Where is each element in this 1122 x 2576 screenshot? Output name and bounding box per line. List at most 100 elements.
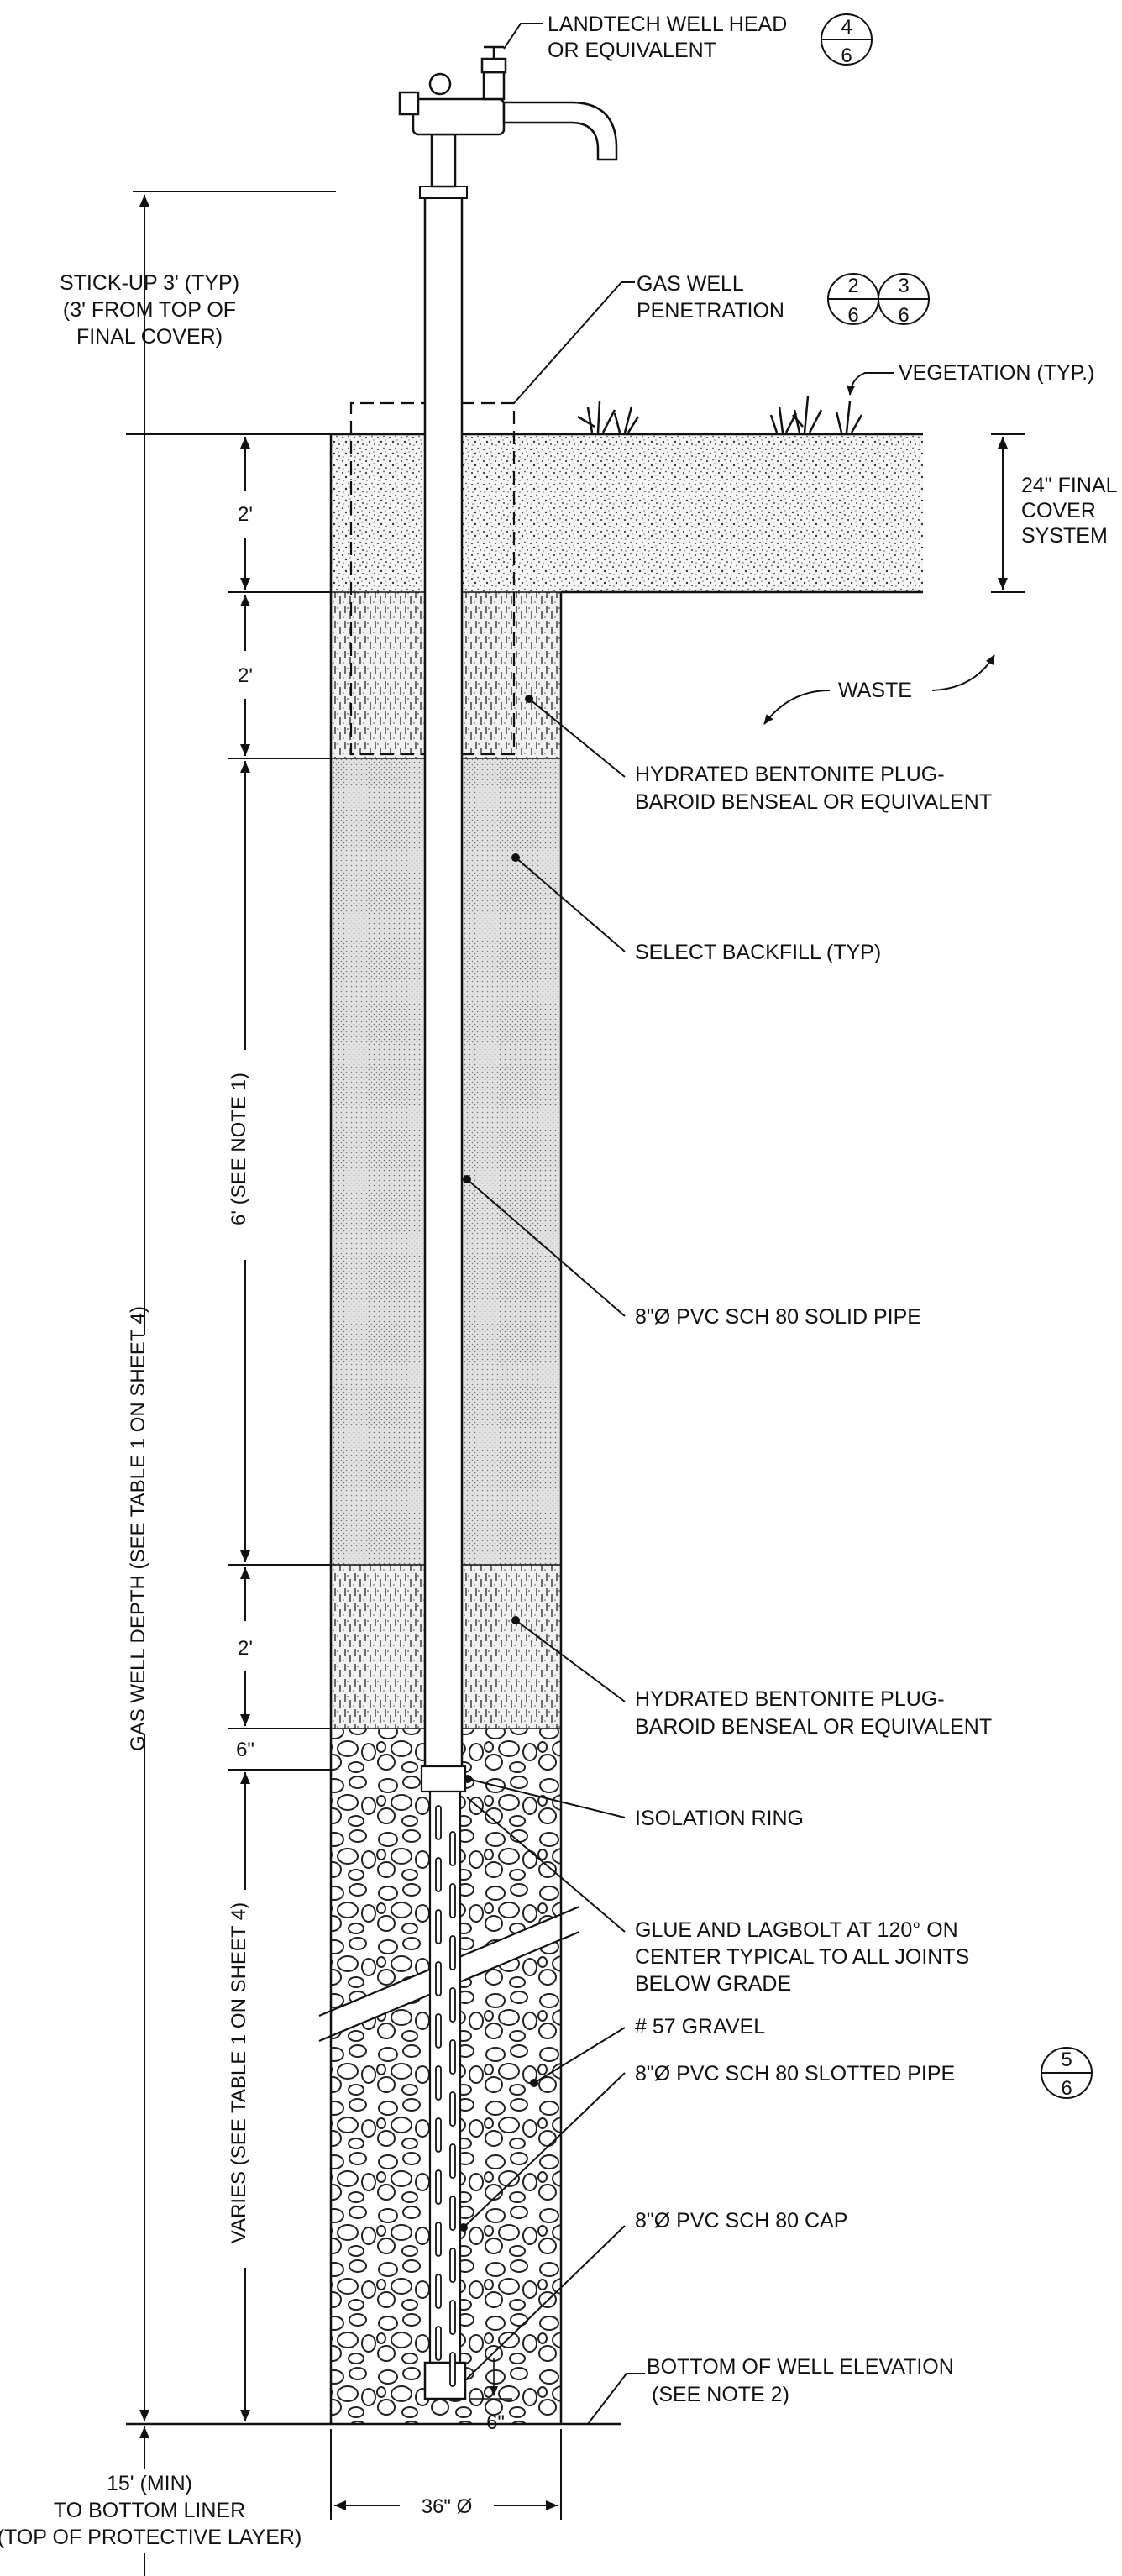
detail-ref-bottom: 6 [847,304,858,327]
pipe-slot [449,2143,456,2179]
segment-dimensions [228,437,331,2421]
borehole [126,434,621,2426]
cap-callout: 8"Ø PVC SCH 80 CAP [466,2209,847,2379]
gas-well-depth-dimension: GAS WELL DEPTH (SEE TABLE 1 ON SHEET 4) [127,195,149,2421]
six-inch-top-label: 6" [236,1739,254,1761]
vegetation-symbols [577,396,863,433]
pipe-slot [449,1987,456,2023]
penetration-label-line1: GAS WELL [637,272,744,296]
pipe-slot [449,2091,456,2127]
pvc-pipe [419,186,468,2400]
final-cover-line3: SYSTEM [1021,524,1108,548]
detail-ref-bottom: 6 [898,304,909,327]
cap-label: 8"Ø PVC SCH 80 CAP [635,2209,847,2232]
detail-ref-top: 3 [898,275,909,297]
select-backfill-label: SELECT BACKFILL (TYP) [635,941,881,964]
glue-lagbolt-callout: GLUE AND LAGBOLT AT 120° ON CENTER TYPIC… [466,1797,969,1996]
final-cover-line2: COVER [1021,499,1096,522]
pipe-slot [449,2248,456,2283]
pipe-cap [423,2361,467,2400]
pipe-slot [435,2326,442,2361]
segment-dimension-arrows [240,437,250,2421]
min-to-liner-line1: 15' (MIN) [107,2472,192,2495]
pipe-top-coupling [419,186,468,199]
waste-callout: WASTE [763,654,995,725]
isolation-ring-callout: ISOLATION RING [464,1775,804,1830]
pipe-slot [449,2039,456,2075]
pipe-slots [435,1805,456,2387]
min-to-liner-line3: (TOP OF PROTECTIVE LAYER) [0,2526,301,2549]
well-head-fitting [398,45,618,188]
final-cover-callout: 24" FINAL COVER SYSTEM [991,433,1118,593]
select-backfill-callout: SELECT BACKFILL (TYP) [511,853,881,964]
gravel-label: # 57 GRAVEL [635,2015,765,2038]
solid-pipe-label: 8"Ø PVC SCH 80 SOLID PIPE [635,1305,921,1329]
final-cover-line1: 24" FINAL [1021,474,1118,497]
pipe-slot [449,1831,456,1866]
diameter-label: 36" Ø [422,2495,473,2518]
pipe-slot [435,2274,442,2309]
pipe-slot [449,1883,456,1918]
bottom-elevation-line1: BOTTOM OF WELL ELEVATION [647,2355,954,2379]
isolation-ring-label: ISOLATION RING [635,1807,804,1830]
pipe-slot [435,1857,442,1892]
pipe-slot [435,2065,442,2101]
penetration-callout: GAS WELL PENETRATION 2 6 3 6 [513,272,930,404]
pipe-slot [449,1935,456,1970]
vegetation-label: VEGETATION (TYP.) [899,361,1094,385]
detail-ref-top: 4 [841,16,852,39]
pipe-slot [435,1805,442,1840]
solid-pipe-callout: 8"Ø PVC SCH 80 SOLID PIPE [463,1175,921,1329]
bentonite-lower-line2: BAROID BENSEAL OR EQUIVALENT [635,1715,992,1739]
well-head-label-line2: OR EQUIVALENT [548,39,716,62]
pipe-slot [435,2013,442,2049]
pipe-slot [435,2169,442,2205]
vegetation-callout: VEGETATION (TYP.) [847,361,1094,396]
bentonite-lower-callout: HYDRATED BENTONITE PLUG- BAROID BENSEAL … [511,1616,992,1739]
detail-ref-bottom: 6 [841,45,852,67]
bentonite-lower-line1: HYDRATED BENTONITE PLUG- [635,1687,945,1711]
detail-ref-bottom: 6 [1061,2077,1072,2100]
stickup-line1: STICK-UP 3' (TYP) [60,271,239,295]
penetration-label-line2: PENETRATION [637,299,784,323]
detail-ref-top: 5 [1061,2049,1072,2071]
bentonite-upper-line1: HYDRATED BENTONITE PLUG- [635,763,945,786]
glue-lagbolt-line3: BELOW GRADE [635,1972,791,1996]
bottom-elevation-line2: (SEE NOTE 2) [652,2383,789,2406]
penetration-dashed-box [349,401,516,756]
bentonite-upper-line2: BAROID BENSEAL OR EQUIVALENT [635,790,992,814]
pipe-slot [435,1961,442,1996]
stickup-line2: (3' FROM TOP OF [63,298,236,322]
bottom-elevation-callout: BOTTOM OF WELL ELEVATION (SEE NOTE 2) [587,2355,954,2425]
solid-pipe [423,190,464,1768]
gravel-callout: # 57 GRAVEL [530,2015,765,2087]
bentonite-upper-callout: HYDRATED BENTONITE PLUG- BAROID BENSEAL … [525,695,992,814]
slotted-pipe-label: 8"Ø PVC SCH 80 SLOTTED PIPE [635,2062,955,2085]
pipe-slot [449,2300,456,2335]
well-head-callout: LANDTECH WELL HEAD OR EQUIVALENT 4 6 [503,13,873,67]
diameter-dimension: 36" Ø [330,2429,562,2520]
pipe-slot [435,1909,442,1944]
detail-ref-top: 2 [847,275,858,297]
cover-2ft-label: 2' [238,503,253,526]
min-to-liner-line2: TO BOTTOM LINER [54,2499,245,2522]
well-head-label-line1: LANDTECH WELL HEAD [548,13,787,36]
isolation-ring-part [420,1765,467,1793]
glue-lagbolt-line2: CENTER TYPICAL TO ALL JOINTS [635,1945,969,1969]
min-to-liner-dimension: 15' (MIN) TO BOTTOM LINER (TOP OF PROTEC… [0,2426,301,2576]
pipe-slot [449,2196,456,2231]
gas-well-depth-label: GAS WELL DEPTH (SEE TABLE 1 ON SHEET 4) [127,1306,149,1751]
pipe-slot [449,2352,456,2387]
pipe-slot [435,2117,442,2153]
stickup-line3: FINAL COVER) [76,325,223,349]
bottom-six-inch-dimension: 6" [470,2358,512,2434]
waste-label: WASTE [838,679,912,702]
final-cover-layer [331,433,923,594]
bentonite-2ft-label: 2' [238,664,253,687]
glue-lagbolt-line1: GLUE AND LAGBOLT AT 120° ON [635,1918,958,1942]
lower-bentonite-2ft-label: 2' [238,1637,253,1660]
slotted-pipe-callout: 8"Ø PVC SCH 80 SLOTTED PIPE 5 6 [459,2047,1093,2232]
stickup-dimension: STICK-UP 3' (TYP) (3' FROM TOP OF FINAL … [60,191,336,435]
